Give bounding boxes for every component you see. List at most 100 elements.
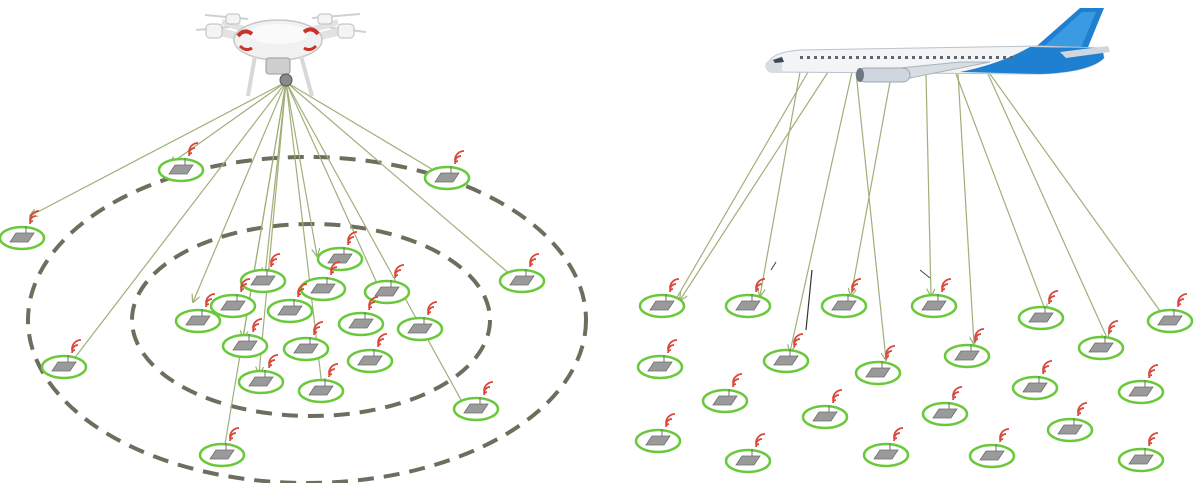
wifi-signal-icon — [330, 261, 341, 276]
wifi-signal-icon — [240, 278, 251, 293]
wifi-signal-icon — [483, 381, 494, 396]
sensor-node-icon — [1146, 293, 1194, 334]
wifi-signal-icon — [1048, 290, 1059, 305]
sensor-node-icon — [221, 318, 269, 359]
sensor-node-icon — [820, 278, 868, 319]
sensor-node-icon — [346, 333, 394, 374]
stray-mark — [919, 269, 931, 279]
sensor-node-icon — [297, 363, 345, 404]
link-line — [70, 81, 287, 364]
sensor-node-icon — [634, 413, 682, 454]
link-line — [855, 71, 886, 360]
link-line — [760, 71, 801, 296]
wifi-signal-icon — [205, 293, 216, 308]
wifi-signal-icon — [268, 354, 279, 369]
wifi-signal-icon — [974, 328, 985, 343]
airplane-sensor-nodes — [634, 278, 1194, 474]
wifi-signal-icon — [252, 318, 263, 333]
sensor-node-icon — [337, 296, 385, 337]
sensor-node-icon — [862, 427, 910, 468]
sensor-node-icon — [968, 428, 1016, 469]
link-line — [285, 81, 518, 281]
link-line — [851, 81, 891, 296]
link-line — [285, 81, 380, 290]
sensor-node-icon — [239, 253, 287, 294]
sensor-node-icon — [237, 354, 285, 395]
sensor-node-icon — [299, 261, 347, 302]
wifi-signal-icon — [1148, 364, 1159, 379]
sensor-node-icon — [801, 389, 849, 430]
link-line — [955, 73, 1046, 312]
wifi-signal-icon — [669, 278, 680, 293]
wifi-signal-icon — [297, 283, 308, 298]
wifi-signal-icon — [732, 373, 743, 388]
wifi-signal-icon — [29, 210, 40, 225]
wifi-signal-icon — [328, 363, 339, 378]
airplane-panel — [634, 8, 1194, 474]
wifi-signal-icon — [529, 253, 540, 268]
link-line — [285, 81, 322, 386]
sensor-node-icon — [921, 386, 969, 427]
link-line — [790, 71, 853, 352]
link-line — [987, 73, 1108, 340]
drone-icon — [195, 13, 367, 97]
sensor-node-icon — [762, 333, 810, 374]
wifi-signal-icon — [1177, 293, 1188, 308]
wifi-signal-icon — [394, 264, 405, 279]
sensor-node-icon — [943, 328, 991, 369]
wifi-signal-icon — [755, 433, 766, 448]
wifi-signal-icon — [1042, 360, 1053, 375]
wifi-signal-icon — [313, 321, 324, 336]
wifi-signal-icon — [952, 386, 963, 401]
drone-panel — [0, 13, 588, 483]
sensor-node-icon — [452, 381, 500, 422]
sensor-node-icon — [396, 301, 444, 342]
wifi-signal-icon — [755, 278, 766, 293]
wifi-signal-icon — [1108, 320, 1119, 335]
link-line — [989, 73, 1165, 318]
link-line — [672, 71, 809, 306]
sensor-node-icon — [0, 210, 46, 251]
wifi-signal-icon — [71, 339, 82, 354]
wifi-signal-icon — [832, 389, 843, 404]
link-line — [285, 81, 471, 418]
wifi-signal-icon — [188, 142, 199, 157]
wifi-signal-icon — [893, 427, 904, 442]
sensor-node-icon — [498, 253, 546, 294]
sensor-node-icon — [174, 293, 222, 334]
drone-link-lines — [30, 81, 518, 462]
link-line — [680, 71, 829, 300]
wifi-signal-icon — [368, 296, 379, 311]
stray-mark — [805, 269, 813, 331]
wifi-signal-icon — [667, 339, 678, 354]
sensor-node-icon — [724, 278, 772, 319]
sensor-node-icon — [40, 339, 88, 380]
drone-sensor-nodes — [0, 142, 546, 468]
wifi-signal-icon — [793, 333, 804, 348]
wifi-signal-icon — [941, 278, 952, 293]
sensor-node-icon — [1077, 320, 1125, 361]
wifi-signal-icon — [270, 253, 281, 268]
sensor-node-icon — [701, 373, 749, 414]
sensor-node-icon — [638, 278, 686, 319]
sensor-node-icon — [854, 345, 902, 386]
link-line — [30, 81, 287, 216]
wifi-signal-icon — [885, 345, 896, 360]
airplane-link-lines — [672, 71, 1165, 360]
sensor-node-icon — [157, 142, 205, 183]
link-line — [259, 81, 287, 374]
sensor-node-icon — [1017, 290, 1065, 331]
wifi-signal-icon — [1077, 402, 1088, 417]
sensor-node-icon — [316, 231, 364, 272]
wifi-signal-icon — [665, 413, 676, 428]
stray-mark — [770, 261, 777, 271]
sensor-node-icon — [209, 278, 257, 319]
sensor-node-icon — [1011, 360, 1059, 401]
wifi-signal-icon — [999, 428, 1010, 443]
sensor-node-icon — [1117, 432, 1165, 473]
sensor-node-icon — [266, 283, 314, 324]
airplane-windows — [800, 56, 1013, 59]
link-line — [285, 81, 440, 174]
